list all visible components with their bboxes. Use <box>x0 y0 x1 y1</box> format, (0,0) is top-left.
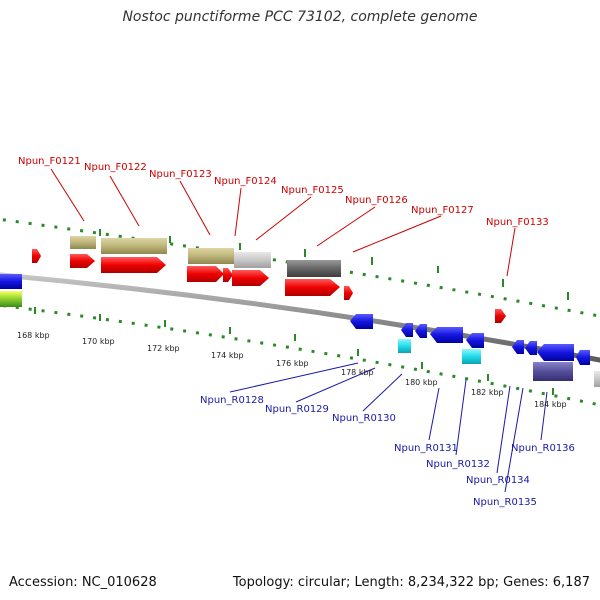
cds-r0130[interactable] <box>415 324 427 338</box>
reverse-leader-lines <box>229 362 548 493</box>
darkgray-feature-f0125[interactable] <box>287 260 341 277</box>
outer-major-ticks <box>99 229 569 300</box>
cds-r0131[interactable] <box>430 327 463 343</box>
cds-f0123b[interactable] <box>223 268 233 282</box>
tick-label-174: 174 kbp <box>211 351 244 360</box>
tick-label-184: 184 kbp <box>534 400 567 409</box>
label-npun-r0135: Npun_R0135 <box>473 497 537 508</box>
cds-f0124[interactable] <box>232 270 269 286</box>
cds-f0133[interactable] <box>495 309 506 323</box>
inner-major-ticks <box>34 307 554 395</box>
tick-label-176: 176 kbp <box>276 359 309 368</box>
label-npun-r0136: Npun_R0136 <box>511 443 575 454</box>
label-npun-r0132: Npun_R0132 <box>426 459 490 470</box>
tick-label-168: 168 kbp <box>17 331 50 340</box>
label-npun-r0131: Npun_R0131 <box>394 443 458 454</box>
cds-r0135[interactable] <box>525 341 537 355</box>
khaki-feature-f0123[interactable] <box>188 248 234 264</box>
gray-feature-right-edge[interactable] <box>594 371 600 387</box>
gray-feature-f0124[interactable] <box>234 252 271 268</box>
cds-r0128[interactable] <box>350 314 373 329</box>
label-npun-f0125: Npun_F0125 <box>281 185 344 196</box>
cds-f0122[interactable] <box>101 257 166 273</box>
tick-label-180: 180 kbp <box>405 378 438 387</box>
label-npun-f0122: Npun_F0122 <box>84 162 147 173</box>
navy-feature-r0136[interactable] <box>533 362 573 381</box>
cds-r0136[interactable] <box>537 344 574 361</box>
cds-f0123[interactable] <box>187 266 224 282</box>
inner-dotted-track <box>0 303 600 407</box>
cds-left-edge-blue[interactable] <box>0 274 22 289</box>
khaki-feature-f0122[interactable] <box>101 238 167 254</box>
label-npun-f0127: Npun_F0127 <box>411 205 474 216</box>
khaki-feature-f0121[interactable] <box>70 236 96 249</box>
cds-r0134[interactable] <box>512 340 524 354</box>
label-npun-r0128: Npun_R0128 <box>200 395 264 406</box>
label-npun-f0123: Npun_F0123 <box>149 169 212 180</box>
label-npun-f0121: Npun_F0121 <box>18 156 81 167</box>
tick-label-172: 172 kbp <box>147 344 180 353</box>
cyan-feature-r0132[interactable] <box>462 349 481 364</box>
cds-f0127[interactable] <box>344 286 353 300</box>
tick-label-178: 178 kbp <box>341 368 374 377</box>
tick-label-182: 182 kbp <box>471 388 504 397</box>
cds-right-edge[interactable] <box>576 350 590 365</box>
cds-small-left[interactable] <box>32 249 41 263</box>
tick-label-170: 170 kbp <box>82 337 115 346</box>
cds-left-edge-green[interactable] <box>0 291 22 307</box>
label-npun-r0134: Npun_R0134 <box>466 475 530 486</box>
cds-f0121[interactable] <box>70 254 95 268</box>
accession-text: Accession: NC_010628 <box>9 575 157 590</box>
label-npun-f0124: Npun_F0124 <box>214 176 277 187</box>
label-npun-f0133: Npun_F0133 <box>486 217 549 228</box>
genome-summary-text: Topology: circular; Length: 8,234,322 bp… <box>232 575 590 590</box>
forward-leader-lines <box>50 168 516 277</box>
cds-r0129[interactable] <box>401 323 413 337</box>
cds-f0126[interactable] <box>285 279 340 296</box>
cyan-feature-r0130[interactable] <box>398 339 411 353</box>
map-title: Nostoc punctiforme PCC 73102, complete g… <box>122 9 478 25</box>
label-npun-r0129: Npun_R0129 <box>265 404 329 415</box>
label-npun-r0130: Npun_R0130 <box>332 413 396 424</box>
label-npun-f0126: Npun_F0126 <box>345 195 408 206</box>
cds-r0132[interactable] <box>466 333 484 348</box>
